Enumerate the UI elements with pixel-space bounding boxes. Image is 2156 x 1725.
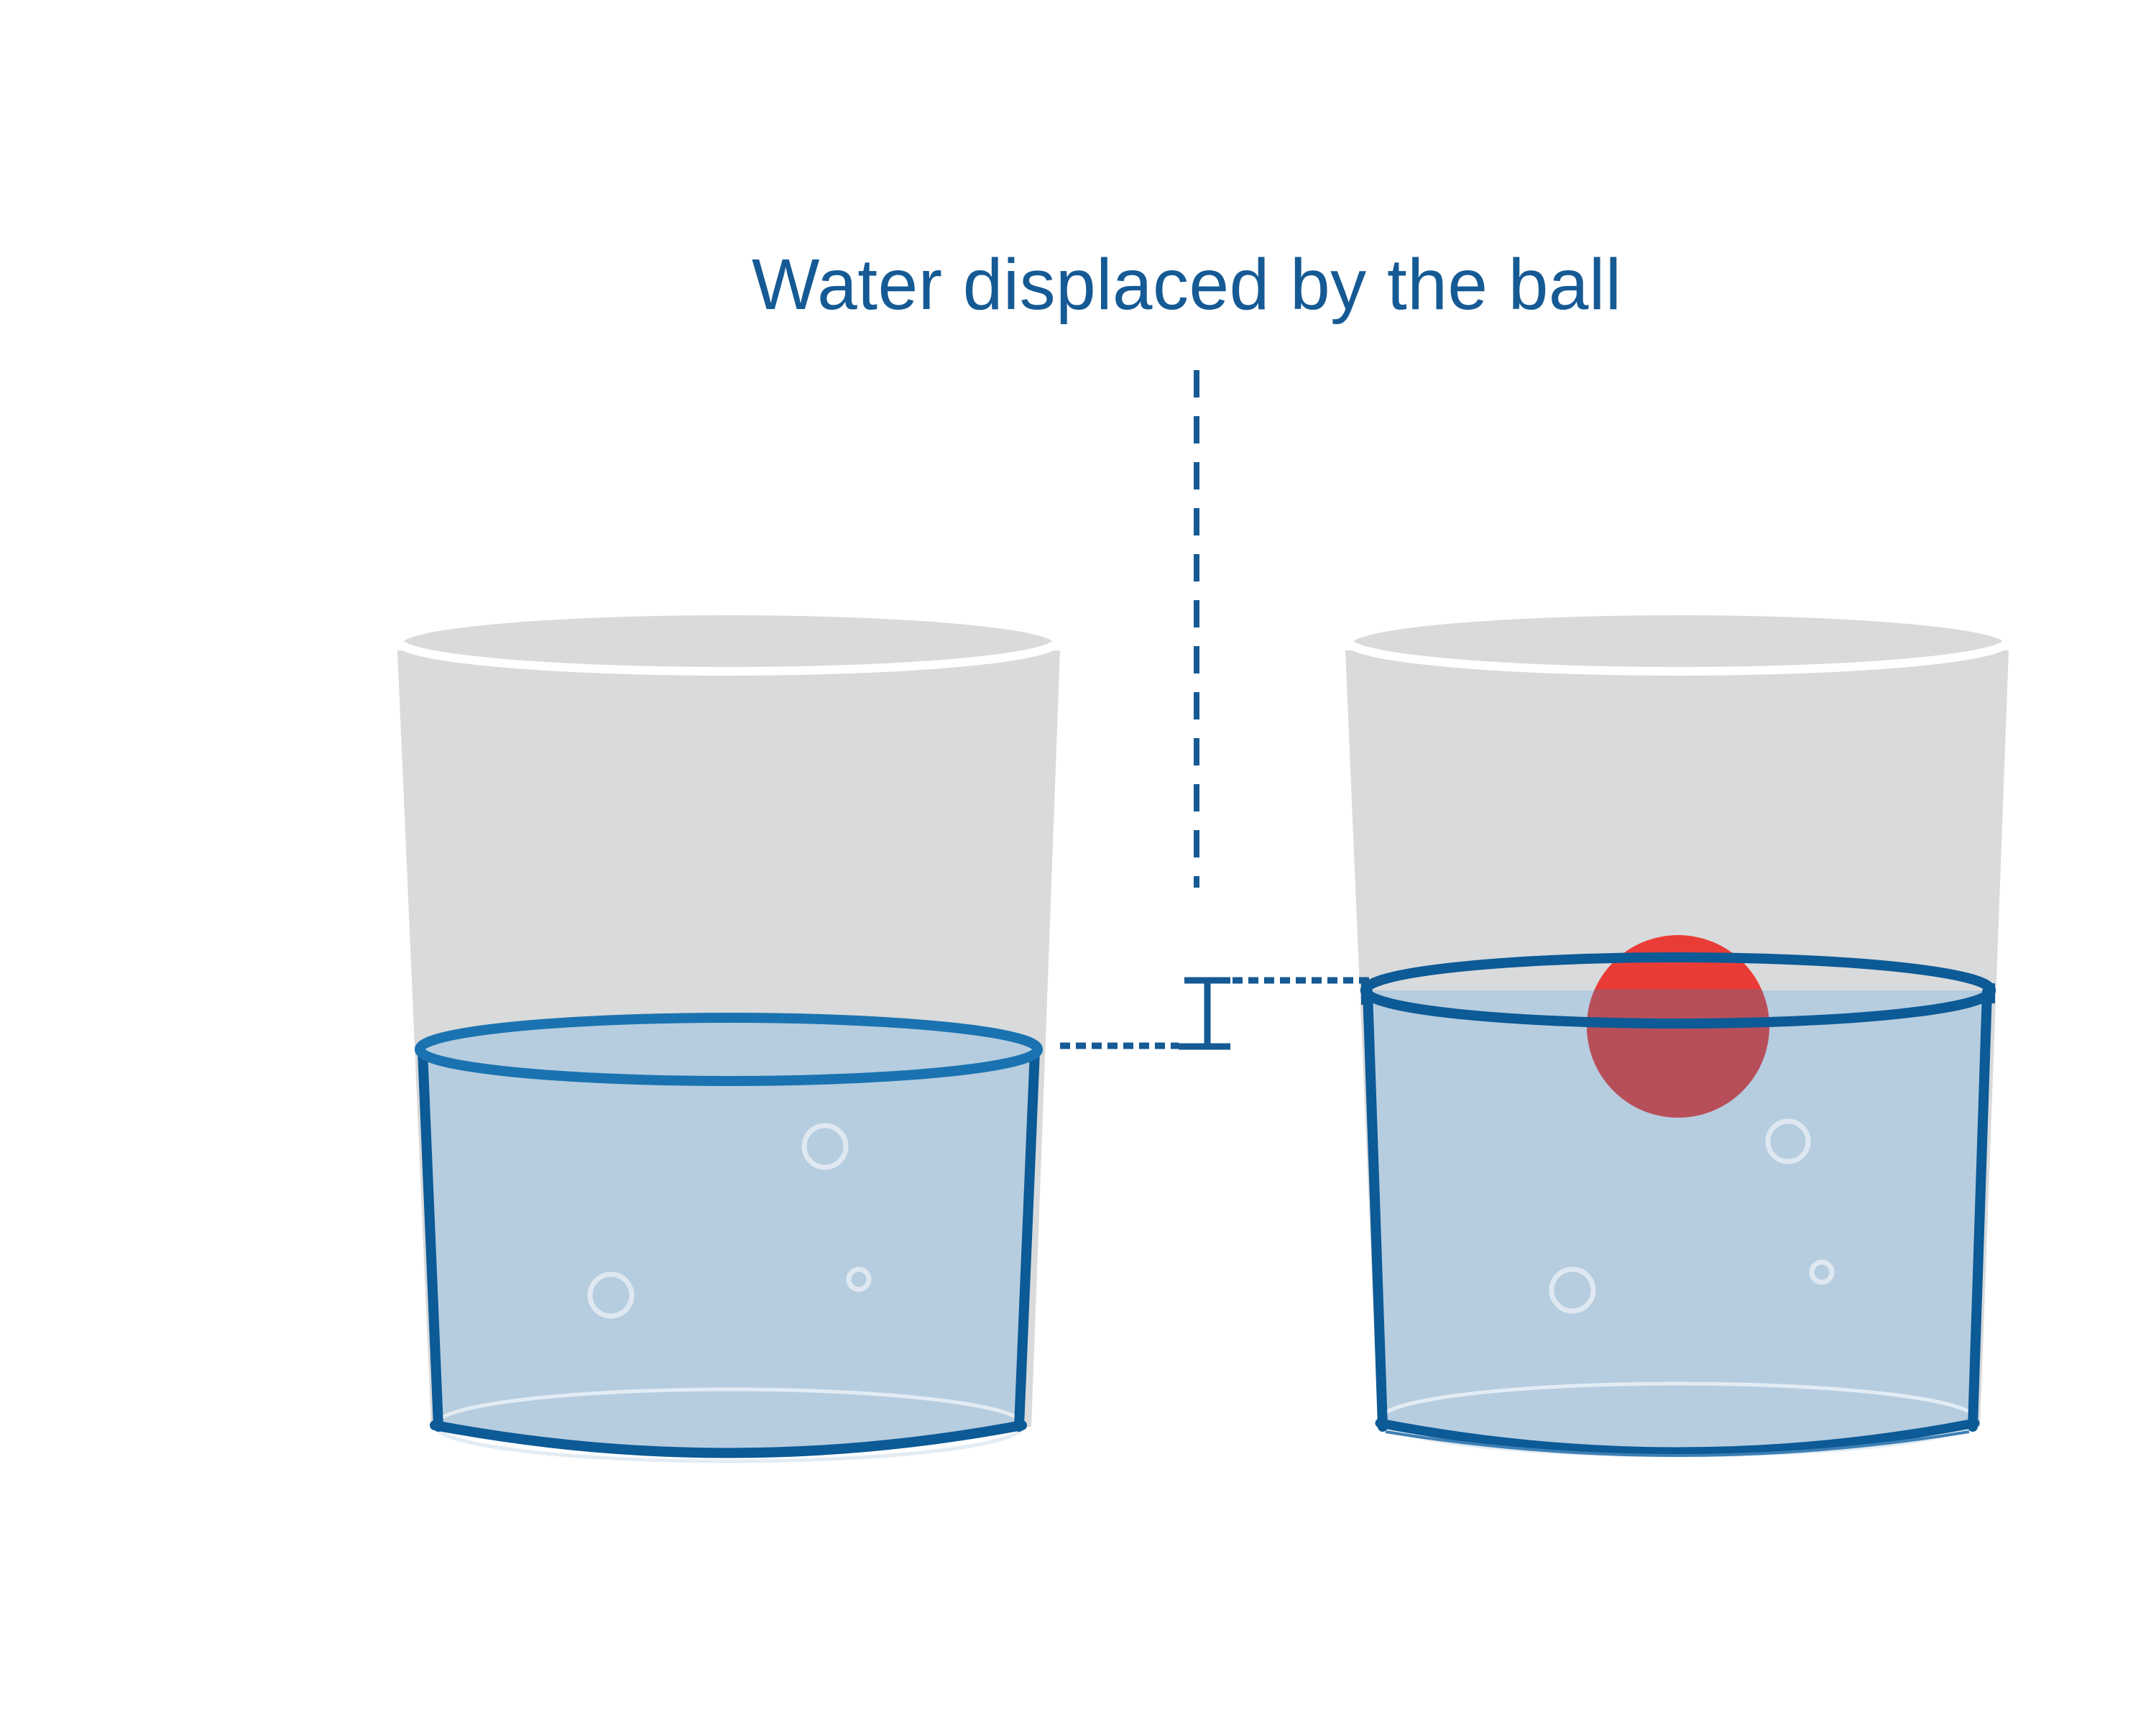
- caption-label: Water displaced by the ball: [752, 244, 1622, 325]
- right-water-body: [1367, 990, 1989, 1450]
- left-water-body: [420, 1051, 1037, 1450]
- left-bubble: [587, 1271, 635, 1319]
- right-bubble: [1809, 1259, 1835, 1285]
- right-bubble: [1549, 1266, 1596, 1314]
- left-glass-bottom-outline: [430, 1420, 1027, 1458]
- right-glass-left-side: [1363, 987, 1388, 1432]
- level-difference-marker: [1060, 977, 1383, 1050]
- left-bubble: [846, 1266, 872, 1292]
- left-glass-right-side: [1014, 1046, 1040, 1432]
- left-glass: [395, 607, 1061, 1463]
- right-glass-right-side: [1968, 987, 1992, 1432]
- right-glass-bottom-outline-inner: [1385, 1430, 1970, 1457]
- right-glass: [1345, 607, 2012, 1458]
- right-glass-bottom-outline: [1375, 1418, 1980, 1457]
- right-glass-rim: [1345, 607, 2012, 676]
- left-glass-left-side: [418, 1046, 443, 1432]
- left-bubble: [801, 1123, 849, 1170]
- left-glass-rim: [395, 607, 1061, 676]
- right-bubble: [1765, 1118, 1811, 1164]
- left-water-surface: [415, 1013, 1043, 1086]
